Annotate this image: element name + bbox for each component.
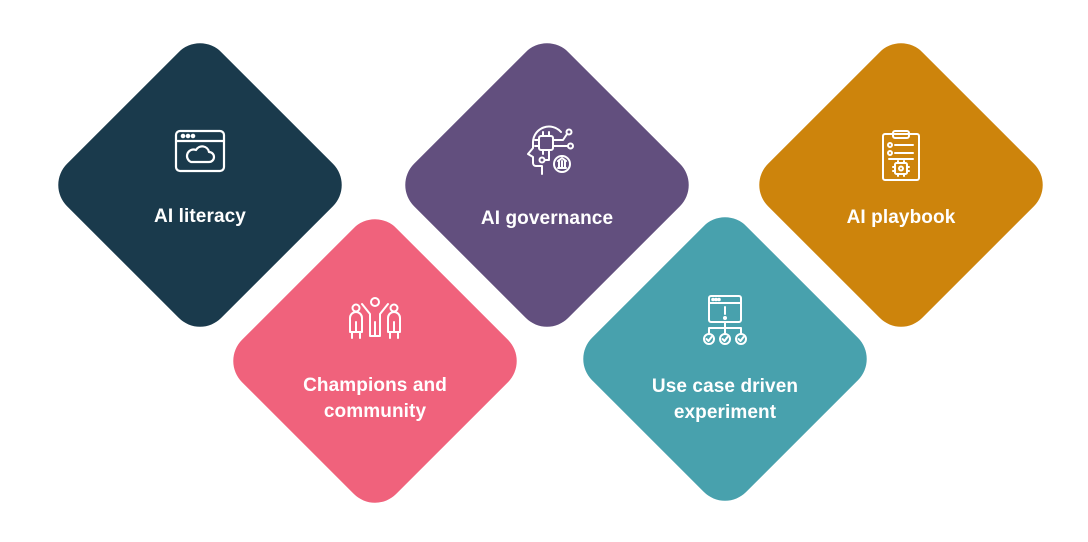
team-people-icon xyxy=(349,297,401,339)
ai-governance-content: AI governance xyxy=(437,120,657,232)
champions-community-label: Champions and community xyxy=(303,375,447,422)
ai-governance-label: AI governance xyxy=(480,208,614,229)
ai-literacy-content: AI literacy xyxy=(90,128,310,230)
clipboard-ai-icon xyxy=(882,130,920,181)
use-case-experiment-content: Use case driven experiment xyxy=(615,294,835,426)
ai-literacy-label: AI literacy xyxy=(154,206,246,227)
cloud-browser-icon xyxy=(174,129,226,173)
use-case-experiment-label: Use case driven experiment xyxy=(651,376,799,423)
ai-head-chip-icon xyxy=(527,125,574,175)
ai-playbook-label: AI playbook xyxy=(846,207,956,228)
champions-community-content: Champions and community xyxy=(265,296,485,425)
ai-playbook-content: AI playbook xyxy=(791,130,1011,231)
workflow-checklist-icon xyxy=(703,295,747,345)
